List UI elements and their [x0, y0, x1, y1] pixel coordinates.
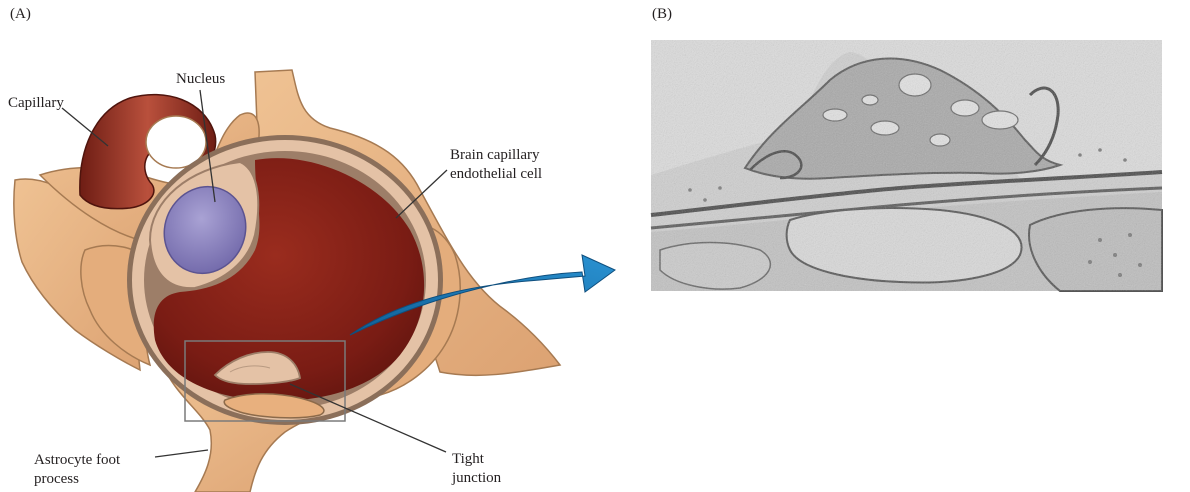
electron-micrograph — [651, 40, 1162, 291]
nucleus-label: Nucleus — [176, 70, 225, 89]
brain-capillary-label-line2: endothelial cell — [450, 165, 542, 184]
astrocyte-label-line1: Astrocyte foot — [34, 451, 120, 470]
brain-capillary-label-line1: Brain capillary — [450, 146, 540, 165]
tight-junction-label-line1: Tight — [452, 450, 484, 469]
capillary-label: Capillary — [8, 94, 64, 113]
astrocyte-leader — [155, 450, 208, 457]
tight-junction-label-line2: junction — [452, 469, 501, 488]
astrocyte-label-line2: process — [34, 470, 79, 489]
